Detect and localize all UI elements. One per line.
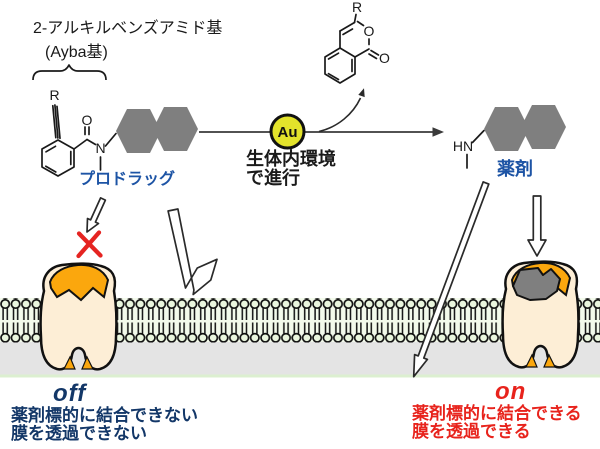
reaction-condition-line2: で進行 <box>246 168 300 188</box>
drug-moiety-hexagons <box>484 105 566 151</box>
red-x-mark <box>76 230 103 259</box>
released-drug-structure: HN <box>453 105 566 169</box>
group-name-line2: (Ayba基) <box>45 44 108 61</box>
gold-catalyst-badge: Au <box>269 113 306 150</box>
prodrug-structure: R O N <box>32 64 198 177</box>
drug-binding-arrow <box>527 195 547 257</box>
on-state-title: on <box>495 378 527 405</box>
off-state-title: off <box>53 380 87 407</box>
off-state-line2: 膜を透過できない <box>11 424 147 443</box>
bound-drug-shape <box>512 267 561 301</box>
alkyne-triple-bond <box>51 104 61 140</box>
membrane-bounce-arrow <box>167 208 218 296</box>
prodrug-label: プロドラッグ <box>79 171 176 188</box>
ayba-group-brace <box>32 64 107 81</box>
r-substituent-label: R <box>49 87 59 103</box>
catalyst-symbol: Au <box>278 124 298 141</box>
off-state-line1: 薬剤標的に結合できない <box>11 406 198 425</box>
amide-nitrogen-label: N <box>95 140 105 156</box>
on-state-line1: 薬剤標的に結合できる <box>412 404 582 423</box>
benzene-ring <box>41 139 75 177</box>
membrane-bottom-border <box>0 374 600 378</box>
lactone-carbonyl-oxygen-label: O <box>379 50 390 66</box>
byproduct-curved-arrow <box>318 97 362 133</box>
isocoumarin-byproduct: O O R <box>324 0 390 84</box>
prodrug-blocked-arrow <box>86 197 107 233</box>
on-state-line2: 膜を透過できる <box>412 422 531 441</box>
r-substituent-label: R <box>352 0 362 15</box>
reaction-condition-line1: 生体内環境 <box>246 149 336 169</box>
reaction-arrow <box>199 88 444 137</box>
drug-label: 薬剤 <box>497 159 533 179</box>
carbonyl-oxygen-label: O <box>82 112 93 128</box>
lactone-ring-oxygen-label: O <box>364 23 375 39</box>
amine-hn-label: HN <box>453 138 473 154</box>
reaction-arrowhead <box>432 127 444 137</box>
carbonyl-double-bond <box>84 126 90 136</box>
group-name-line1: 2-アルキルベンズアミド基 <box>33 20 223 37</box>
membrane-permeation-arrow <box>412 181 490 378</box>
drug-moiety-hexagons <box>116 107 198 153</box>
